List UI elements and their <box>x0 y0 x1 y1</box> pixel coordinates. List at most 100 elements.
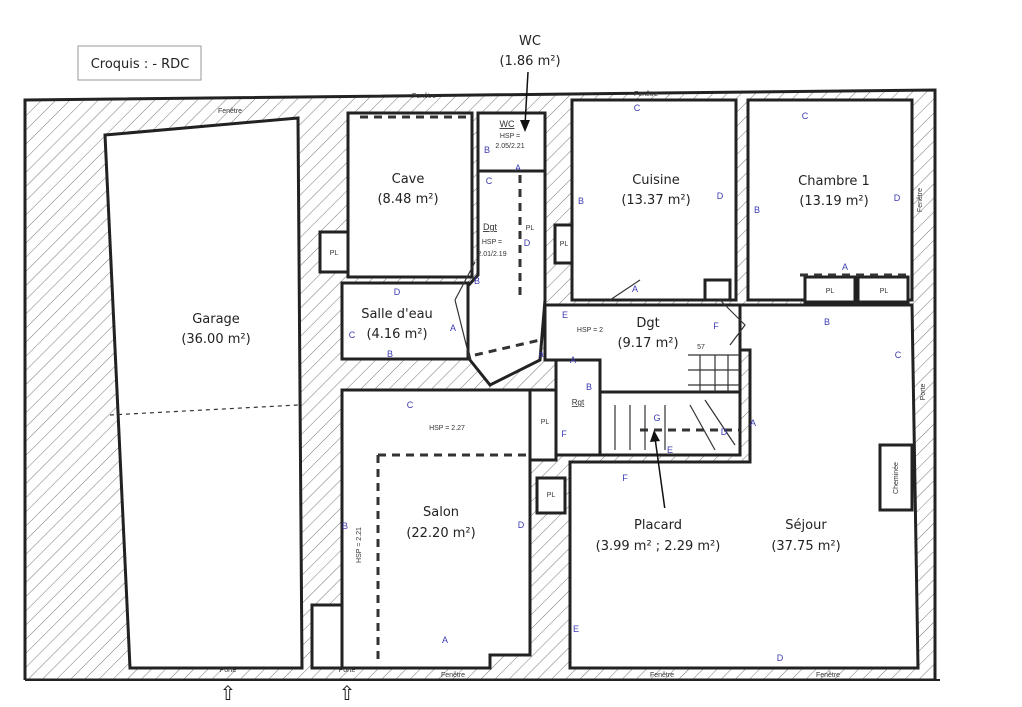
wall-letter: C <box>895 350 902 360</box>
sejour-area: (37.75 m²) <box>771 539 840 554</box>
rgt-name: Rgt <box>572 398 585 407</box>
pl-label: PL <box>560 241 569 248</box>
wall-letters: C C B A C B D B D D B D A C B A A B F E … <box>342 103 902 663</box>
wall-letter: B <box>342 521 348 531</box>
wall-letter: B <box>474 276 480 286</box>
room-cuisine <box>570 98 738 302</box>
plan-title: Croquis : - RDC <box>91 57 190 72</box>
chambre1-name: Chambre 1 <box>798 174 870 189</box>
window-label: Fenêtre <box>634 91 658 98</box>
wall-letter: F <box>622 473 628 483</box>
wall-letter: B <box>754 205 760 215</box>
wall-letter: C <box>486 176 493 186</box>
placard-label-box: Placard (3.99 m² ; 2.29 m²) <box>578 508 740 560</box>
entrance-arrow-icon: ⇧ <box>339 681 356 705</box>
wall-letter: D <box>717 191 724 201</box>
entrance-arrow-icon: ⇧ <box>220 681 237 705</box>
pl-label: PL <box>541 419 550 426</box>
cuisine-area: (13.37 m²) <box>621 193 690 208</box>
dgt-hsp: HSP = 2 <box>577 327 603 334</box>
wc-hsp: HSP = <box>500 133 520 140</box>
dgt-area: (9.17 m²) <box>617 336 678 351</box>
wall-letter: A <box>442 635 448 645</box>
fireplace <box>878 443 914 512</box>
wall-letter: C <box>349 330 356 340</box>
stair-mark: 57 <box>697 344 705 351</box>
placard-name: Placard <box>634 518 682 533</box>
room-placard <box>598 390 742 457</box>
wall-letter: B <box>586 382 592 392</box>
pl-label: PL <box>526 225 535 232</box>
window-label: Fenêtre <box>412 93 436 100</box>
wall-letter: C <box>802 111 809 121</box>
placard-pl-4 <box>856 275 910 304</box>
door-label: Porte <box>339 667 356 674</box>
wall-letter: D <box>721 427 728 437</box>
wc-name: WC <box>519 34 541 49</box>
wall-letter: A <box>570 355 576 365</box>
room-dgt-small <box>453 169 547 387</box>
salon-hsp: HSP = 2.27 <box>429 425 465 432</box>
wall-letter: B <box>824 317 830 327</box>
wall-letter: C <box>634 103 641 113</box>
wall-letter: E <box>667 445 673 455</box>
wall-letter: D <box>894 193 901 203</box>
door-label: Porte <box>220 667 237 674</box>
placard-area: (3.99 m² ; 2.29 m²) <box>596 539 721 554</box>
wc-plan-label: WC <box>500 119 515 129</box>
wc-area: (1.86 m²) <box>499 54 560 69</box>
salon-hsp-2: HSP = 2.21 <box>356 527 363 563</box>
fireplace-label: Cheminée <box>893 462 900 494</box>
salle-eau-name: Salle d'eau <box>361 307 433 322</box>
pl-label: PL <box>826 288 835 295</box>
sejour-name: Séjour <box>785 518 827 533</box>
room-sejour <box>568 303 920 670</box>
wall-letter: B <box>484 145 490 155</box>
wall-letter: E <box>562 310 568 320</box>
cave-name: Cave <box>392 172 425 187</box>
placard-pl-5 <box>318 230 350 274</box>
wall-letter: A <box>450 323 456 333</box>
wall-letter: E <box>573 624 579 634</box>
wc-hsp-value: 2.05/2.21 <box>495 143 524 150</box>
room-chambre1 <box>746 98 914 302</box>
window-label: Fenêtre <box>917 188 924 212</box>
wall-letter: A <box>842 262 848 272</box>
placard-arrow <box>650 430 666 511</box>
dgt-small-name: Dgt <box>483 222 498 232</box>
chambre1-area: (13.19 m²) <box>799 194 868 209</box>
room-garage <box>103 116 304 670</box>
room-salon <box>310 388 532 670</box>
room-rgt <box>554 358 602 457</box>
door-label: Porte <box>920 384 927 401</box>
placard-pl-6 <box>553 223 574 265</box>
dgt-name: Dgt <box>636 316 659 331</box>
wall-letter: G <box>653 413 660 423</box>
dgt-small-hsp: HSP = <box>482 239 502 246</box>
window-label: Fenêtre <box>218 108 242 115</box>
wc-arrow <box>520 71 530 132</box>
cave-area: (8.48 m²) <box>377 192 438 207</box>
kitchen-duct <box>703 278 732 302</box>
pl-label: PL <box>547 492 556 499</box>
sejour-label-box: Séjour (37.75 m²) <box>762 508 852 560</box>
wall-letter: A <box>515 163 521 173</box>
wall-letter: A <box>750 418 756 428</box>
wall-letter: A <box>632 284 638 294</box>
wall-letter: D <box>394 287 401 297</box>
wall-letter: D <box>524 238 531 248</box>
wall-letter: C <box>407 400 414 410</box>
title-box: Croquis : - RDC <box>77 45 202 81</box>
wall-letter: a <box>538 349 543 359</box>
window-label: Fenêtre <box>441 672 465 679</box>
room-salle-eau <box>340 281 470 361</box>
garage-area: (36.00 m²) <box>181 332 250 347</box>
placard-pl-3 <box>803 275 857 304</box>
wall-letter: F <box>561 429 567 439</box>
pl-label: PL <box>330 250 339 257</box>
salon-area: (22.20 m²) <box>406 526 475 541</box>
window-label: Fenêtre <box>650 672 674 679</box>
placard-pl-1 <box>528 388 558 462</box>
room-cave <box>346 111 474 279</box>
